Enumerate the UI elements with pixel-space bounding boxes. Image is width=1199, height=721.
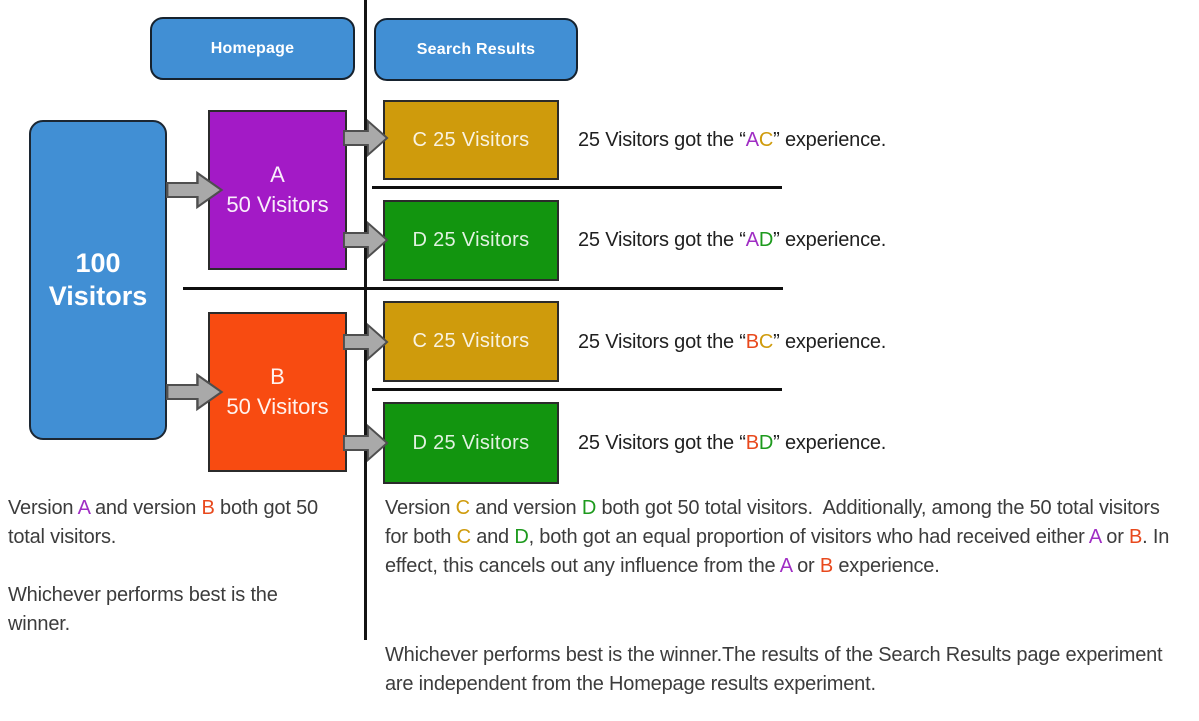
version-d-box-top: D 25 Visitors <box>383 200 559 281</box>
version-c-box-top: C 25 Visitors <box>383 100 559 180</box>
search-results-experiment-summary: Version C and version D both got 50 tota… <box>385 497 1175 577</box>
version-c-bottom-label: C 25 Visitors <box>412 330 530 352</box>
version-c-box-bottom: C 25 Visitors <box>383 301 559 382</box>
homepage-column-header: Homepage <box>150 17 355 80</box>
search-results-winner-note: Whichever performs best is the winner.Th… <box>385 644 1168 695</box>
version-d-box-bottom: D 25 Visitors <box>383 402 559 484</box>
homepage-column-label: Homepage <box>210 39 295 57</box>
homepage-winner-note: Whichever performs best is the winner. <box>8 584 284 635</box>
arrow-a-to-c <box>343 118 389 158</box>
vertical-divider-line <box>364 0 367 640</box>
version-b-box: B 50 Visitors <box>208 312 347 472</box>
separator-line-ac-ad <box>372 186 782 189</box>
annotation-ac-experience: 25 Visitors got the “AC” experience. <box>578 129 887 151</box>
annotation-bc-experience: 25 Visitors got the “BC” experience. <box>578 331 887 353</box>
version-c-top-label: C 25 Visitors <box>412 128 530 151</box>
visitors-100-label: 100 Visitors <box>48 248 148 311</box>
annotation-bd-experience: 25 Visitors got the “BD” experience. <box>578 432 887 454</box>
arrow-visitors-to-b <box>166 372 224 412</box>
separator-line-middle <box>183 287 783 290</box>
search-results-column-header: Search Results <box>374 18 578 81</box>
arrow-a-to-d <box>343 220 389 260</box>
separator-line-bc-bd <box>372 388 782 391</box>
annotation-ad-experience: 25 Visitors got the “AD” experience. <box>578 229 887 251</box>
version-d-top-label: D 25 Visitors <box>412 229 530 251</box>
version-b-label: B 50 Visitors <box>226 364 329 419</box>
arrow-b-to-d <box>343 423 389 463</box>
arrow-b-to-c <box>343 322 389 362</box>
homepage-experiment-summary: Version A and version B both got 50 tota… <box>8 497 324 548</box>
version-d-bottom-label: D 25 Visitors <box>412 431 530 454</box>
version-a-box: A 50 Visitors <box>208 110 347 270</box>
search-results-column-label: Search Results <box>416 40 536 58</box>
version-a-label: A 50 Visitors <box>226 162 329 217</box>
visitors-100-box: 100 Visitors <box>29 120 167 440</box>
arrow-visitors-to-a <box>166 170 224 210</box>
